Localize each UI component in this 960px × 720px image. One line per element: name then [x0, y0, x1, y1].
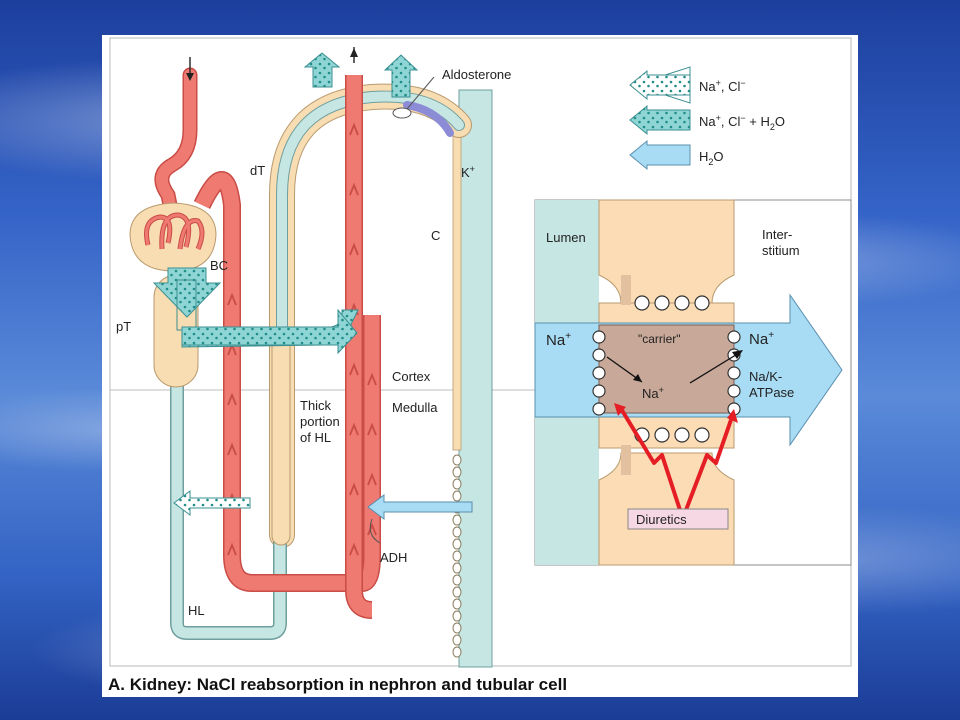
- na-interstitium-label: Na+: [749, 330, 774, 348]
- legend-nacl-water-text: Na+, Cl− + H2O: [699, 113, 785, 132]
- nephron-figure: Aldosterone dT K+ C BC pT Cortex Medulla…: [102, 37, 858, 697]
- potassium-label: K+: [461, 164, 475, 180]
- lumen-label: Lumen: [546, 230, 586, 245]
- vasa-recta: [346, 75, 373, 618]
- pump-label-2: ATPase: [749, 385, 794, 400]
- figure-panel: Aldosterone dT K+ C BC pT Cortex Medulla…: [102, 35, 858, 697]
- loop-of-henle: [171, 300, 286, 639]
- carrier-region: [598, 324, 735, 414]
- legend-water-text: H2O: [699, 149, 724, 167]
- diuretics-label: Diuretics: [636, 512, 687, 527]
- collecting-duct-epithelium: [452, 119, 462, 451]
- carrier-arrowhead: [633, 374, 642, 382]
- junction-proteins-bottom: [634, 427, 710, 443]
- distal-tubule-label: dT: [250, 163, 265, 178]
- thick-portion-label-2: portion: [300, 414, 340, 429]
- legend-arrow-water: [629, 139, 691, 171]
- tight-junction-top: [621, 275, 631, 305]
- na-intracellular-label: Na+: [642, 385, 664, 401]
- glomerulus-fill: [145, 213, 204, 250]
- interstitium-label-1: Inter-: [762, 227, 792, 242]
- thick-portion-label-3: of HL: [300, 430, 331, 445]
- adh-label: ADH: [380, 550, 407, 565]
- outflow-arrowhead: [350, 48, 358, 57]
- distal-salt-arrow-2: [383, 54, 419, 98]
- loop-of-henle-label: HL: [188, 603, 205, 618]
- caption-bar: [102, 668, 858, 697]
- proximal-reabsorption-arrow: [152, 267, 222, 318]
- luminal-membrane-proteins: [592, 330, 606, 416]
- legend-nacl-text: Na+, Cl−: [699, 78, 746, 94]
- loop-salt-arrow: [173, 490, 251, 516]
- diuretic-arrow-left: [618, 405, 682, 511]
- diuretics-box: [627, 508, 729, 530]
- carrier-label: "carrier": [638, 332, 681, 346]
- pump-arrow: [689, 352, 740, 384]
- tight-junction-bottom: [621, 445, 631, 475]
- figure-caption: A. Kidney: NaCl reabsorption in nephron …: [108, 675, 567, 694]
- distal-salt-arrow-1: [303, 52, 341, 88]
- aldosterone-receptor: [392, 107, 412, 119]
- diuretic-arrowhead-right: [727, 409, 738, 423]
- legend-arrow-nacl: [629, 69, 691, 101]
- adh-pointer: [369, 518, 381, 544]
- pump-arrowhead: [732, 350, 743, 359]
- legend-arrow-nacl-water: [629, 104, 691, 136]
- afferent-arteriole: [156, 69, 196, 221]
- thick-portion-label-1: Thick: [300, 398, 332, 413]
- aldosterone-pointer: [406, 76, 435, 110]
- peritubular-capillary: [195, 172, 380, 591]
- proximal-tubule-label: pT: [116, 319, 131, 334]
- na-lumen-label: Na+: [546, 331, 571, 349]
- aldosterone-label: Aldosterone: [442, 67, 511, 82]
- bowmans-capsule-label: BC: [210, 258, 228, 273]
- thick-ascending-limb: [271, 334, 291, 546]
- diuretic-arrowhead-left: [614, 403, 626, 416]
- diuretic-arrow-right: [684, 416, 734, 511]
- junction-proteins-top: [634, 295, 710, 311]
- legend: Na+, Cl− Na+, Cl− + H2O H2O: [629, 66, 785, 171]
- cell-upper: [598, 199, 735, 304]
- interstitium-label-2: stitium: [762, 243, 800, 258]
- inflow-arrowhead: [186, 73, 194, 81]
- cortex-label: Cortex: [392, 369, 431, 384]
- collecting-duct-cells: [452, 454, 462, 658]
- collecting-duct: [458, 89, 493, 668]
- pump-label-1: Na/K-: [749, 369, 782, 384]
- aldosterone-segment: [403, 101, 454, 137]
- adh-water-arrow: [367, 494, 473, 520]
- salt-water-transfer-arrow: [181, 308, 358, 355]
- collecting-duct-label: C: [431, 228, 440, 243]
- medulla-label: Medulla: [392, 400, 438, 415]
- tubular-cell-inset: Diuretics Lumen Inter- stitium Na+ "carr…: [534, 199, 852, 566]
